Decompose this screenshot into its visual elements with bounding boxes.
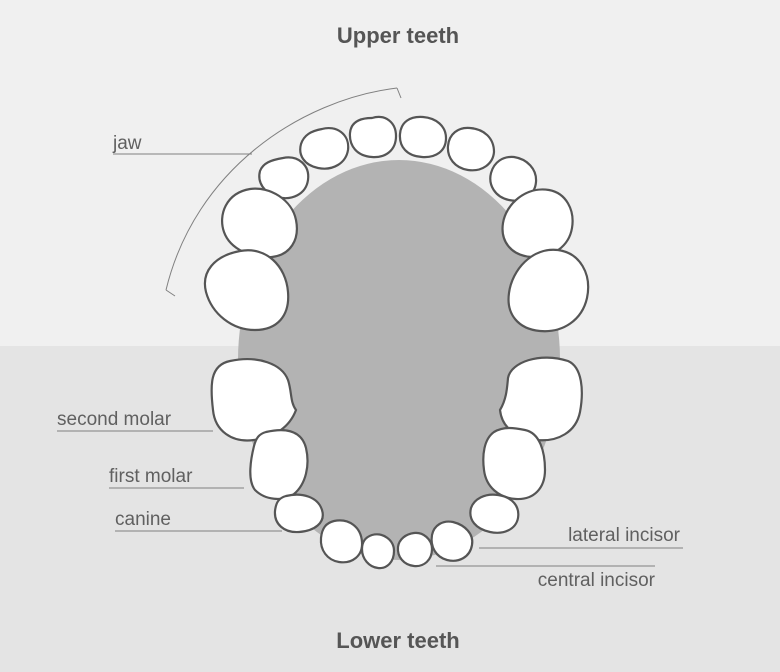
lower-central-incisor-left <box>362 534 394 568</box>
lower-central-incisor-right <box>398 533 432 566</box>
label-canine-text: canine <box>115 509 171 530</box>
lower-first-molar-right <box>483 428 545 499</box>
label-second-molar-text: second molar <box>57 409 172 430</box>
lower-lateral-incisor-right <box>432 522 473 561</box>
upper-central-incisor-left <box>350 117 396 157</box>
label-first-molar-text: first molar <box>109 466 193 487</box>
lower-canine-right <box>470 495 518 533</box>
lower-canine-left <box>275 495 323 532</box>
upper-lateral-incisor-left <box>300 128 348 169</box>
lower-second-molar-left <box>212 359 296 440</box>
label-jaw-text: jaw <box>112 133 142 154</box>
upper-lateral-incisor-right <box>448 128 494 170</box>
label-central-incisor-text: central incisor <box>538 570 656 591</box>
lower-lateral-incisor-left <box>321 520 362 562</box>
upper-central-incisor-right <box>400 117 446 157</box>
upper-teeth-heading: Upper teeth <box>337 23 459 48</box>
label-lateral-incisor-text: lateral incisor <box>568 525 681 546</box>
lower-first-molar-left <box>250 430 307 499</box>
lower-teeth-heading: Lower teeth <box>336 628 459 653</box>
